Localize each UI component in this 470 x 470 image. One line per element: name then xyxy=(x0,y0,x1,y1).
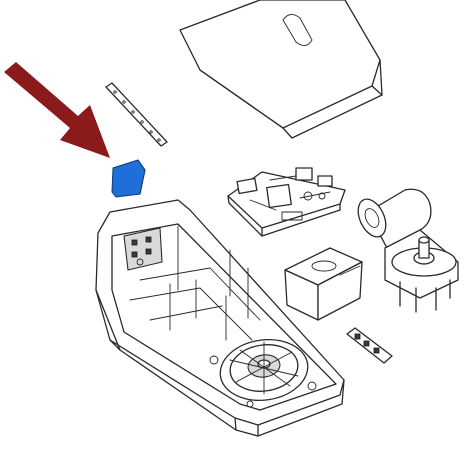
cover-icon[interactable] xyxy=(179,0,383,139)
pointer-arrow-icon xyxy=(4,62,110,158)
gasket-strip-icon[interactable] xyxy=(105,82,168,147)
control-board-icon[interactable] xyxy=(227,167,346,237)
gear-motor-icon[interactable] xyxy=(353,188,459,313)
terminal-block-icon[interactable] xyxy=(346,327,393,364)
transformer-icon[interactable] xyxy=(284,247,363,321)
highlighted-plate-icon[interactable] xyxy=(111,159,146,198)
base-housing-icon[interactable] xyxy=(95,199,345,437)
